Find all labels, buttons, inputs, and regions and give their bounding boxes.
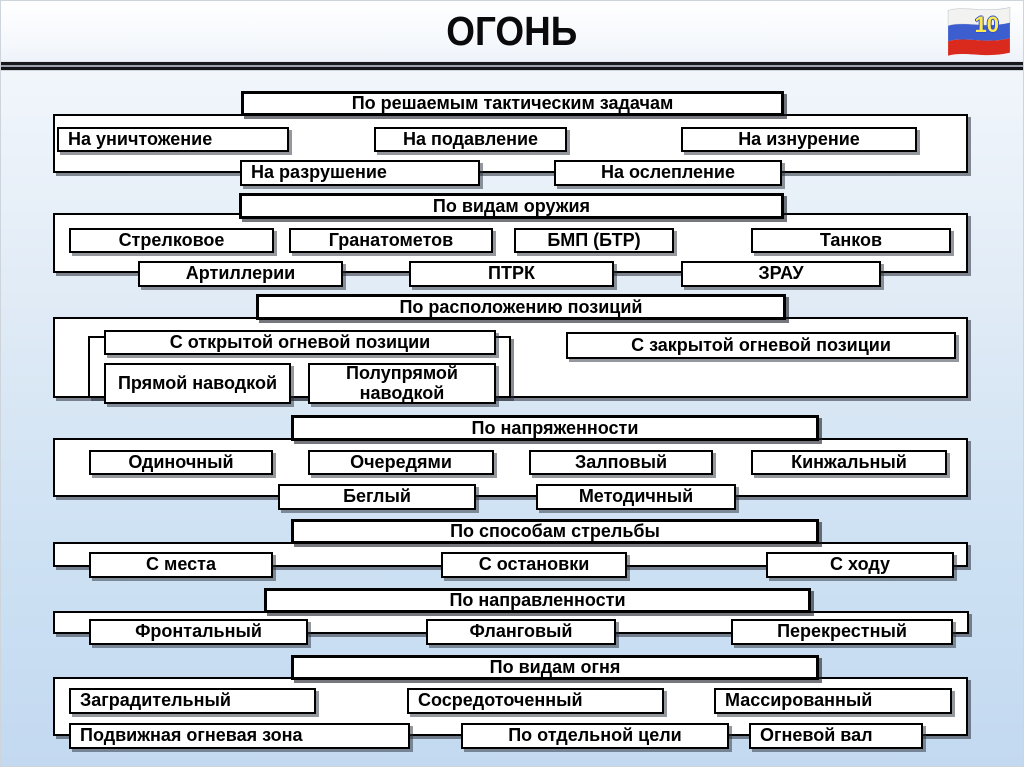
title-bar: ОГОНЬ 10 — [1, 1, 1023, 61]
page-number: 10 — [974, 12, 999, 37]
section-header: По способам стрельбы — [291, 519, 819, 544]
section-header: По решаемым тактическим задачам — [241, 91, 784, 116]
item-box: ЗРАУ — [681, 261, 881, 287]
item-box: БМП (БТР) — [514, 228, 674, 253]
item-box: Кинжальный — [751, 450, 947, 475]
section-header: По расположению позиций — [256, 294, 786, 320]
section-header: По видам огня — [291, 655, 819, 680]
item-box: Полупрямой наводкой — [308, 363, 496, 404]
item-box: Стрелковое — [69, 228, 274, 253]
section-header: По направленности — [264, 588, 811, 613]
item-box: Подвижная огневая зона — [69, 723, 410, 749]
item-box: Методичный — [536, 484, 736, 510]
item-box: Фланговый — [426, 619, 616, 645]
item-box: Сосредоточенный — [407, 688, 664, 714]
item-box: Фронтальный — [89, 619, 308, 645]
item-box: На изнурение — [681, 127, 917, 152]
item-box: На ослепление — [554, 160, 782, 186]
item-box: На уничтожение — [57, 127, 289, 152]
item-box: Перекрестный — [731, 619, 953, 645]
item-box: С закрытой огневой позиции — [566, 332, 956, 359]
item-box: ПТРК — [409, 261, 614, 287]
item-box: Очередями — [308, 450, 494, 475]
item-box: Одиночный — [89, 450, 273, 475]
section-header: По напряженности — [291, 415, 819, 441]
item-box: С места — [89, 552, 273, 578]
item-box: С ходу — [766, 552, 954, 578]
item-box: Танков — [751, 228, 951, 253]
page-title: ОГОНЬ — [446, 7, 578, 54]
item-box: Беглый — [278, 484, 476, 510]
item-box: Огневой вал — [749, 723, 923, 749]
item-box: С открытой огневой позиции — [104, 330, 496, 355]
item-box: Массированный — [714, 688, 952, 714]
item-box: На разрушение — [240, 160, 480, 186]
item-box: Прямой наводкой — [104, 363, 291, 404]
section-header: По видам оружия — [239, 193, 784, 219]
item-box: Заградительный — [69, 688, 316, 714]
title-divider — [1, 61, 1023, 71]
item-box: Залповый — [529, 450, 713, 475]
item-box: По отдельной цели — [461, 723, 729, 749]
item-box: С остановки — [441, 552, 627, 578]
item-box: Артиллерии — [138, 261, 343, 287]
item-box: На подавление — [374, 127, 567, 152]
russian-flag-icon — [947, 6, 1011, 56]
item-box: Гранатометов — [289, 228, 493, 253]
